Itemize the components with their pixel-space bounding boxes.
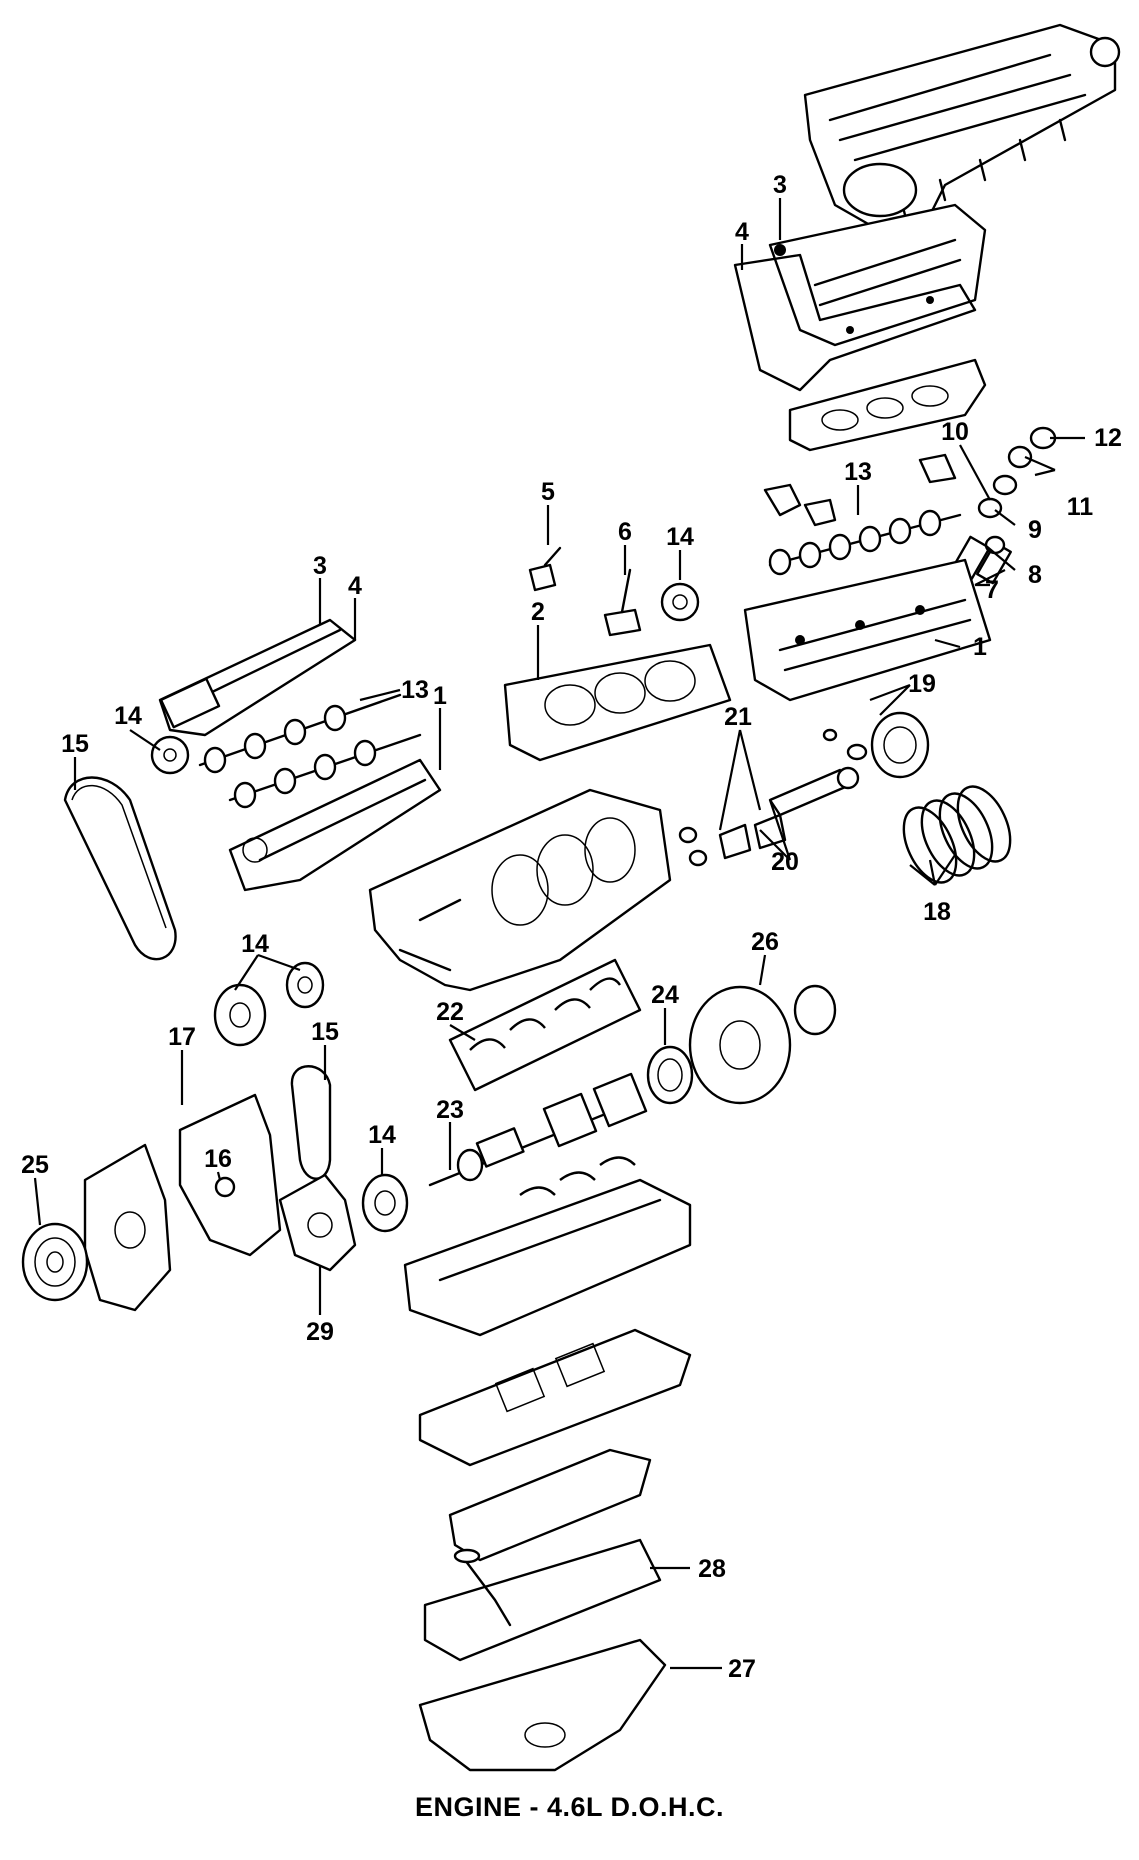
callout-17: 17	[168, 1023, 196, 1051]
cam-bearing-caps-right	[763, 453, 957, 527]
cam-sprocket-left	[150, 735, 190, 775]
callout-7: 7	[985, 576, 999, 604]
callout-1: 1	[973, 633, 987, 661]
callout-13: 13	[401, 676, 429, 704]
callout-1: 1	[433, 682, 447, 710]
crank-sprocket	[361, 1173, 409, 1233]
front-cover-gasket	[178, 1093, 282, 1257]
diagram-caption: ENGINE - 4.6L D.O.H.C.	[414, 1792, 725, 1822]
valve-cover-right	[768, 203, 987, 347]
callout-4: 4	[348, 572, 362, 600]
callout-2: 2	[531, 598, 545, 626]
head-gasket-center	[503, 643, 732, 762]
head-bolt	[528, 546, 562, 592]
callout-27: 27	[728, 1655, 756, 1683]
callout-14: 14	[241, 930, 269, 958]
timing-chain-left	[63, 776, 177, 961]
callout-14: 14	[114, 702, 142, 730]
camshafts-left	[198, 693, 422, 809]
callout-20: 20	[771, 848, 799, 876]
oil-pan	[418, 1638, 667, 1772]
rear-main-seal	[646, 1045, 694, 1105]
callout-3: 3	[313, 552, 327, 580]
main-bearing-set	[448, 958, 642, 1092]
callout-18: 18	[923, 898, 951, 926]
flexplate	[688, 984, 837, 1105]
crankshaft-pulley	[21, 1222, 89, 1302]
cylinder-head-left	[228, 758, 442, 892]
callout-25: 25	[21, 1151, 49, 1179]
callout-16: 16	[204, 1145, 232, 1173]
callout-10: 10	[941, 418, 969, 446]
bedplate	[418, 1328, 692, 1467]
callout-19: 19	[908, 670, 936, 698]
oil-gallery-plugs	[678, 826, 708, 867]
valve-keepers-and-springs	[951, 426, 1057, 585]
engine-block	[368, 788, 672, 992]
crankshaft	[428, 1072, 648, 1187]
callout-23: 23	[436, 1096, 464, 1124]
spark-plug-tube-seals	[788, 358, 987, 452]
lower-crankcase	[403, 1178, 692, 1337]
oil-pump	[278, 1173, 357, 1272]
callout-3: 3	[773, 171, 787, 199]
stud	[603, 568, 642, 637]
callout-21: 21	[724, 703, 752, 731]
camshaft-right	[768, 509, 962, 576]
callout-14: 14	[666, 523, 694, 551]
callout-8: 8	[1028, 561, 1042, 589]
intake-manifold-upper	[803, 23, 1121, 227]
callout-4: 4	[735, 218, 749, 246]
valve-cover-gasket-right	[733, 253, 977, 392]
callout-29: 29	[306, 1318, 334, 1346]
callout-5: 5	[541, 478, 555, 506]
callout-15: 15	[61, 730, 89, 758]
callout-24: 24	[651, 981, 679, 1009]
callout-14: 14	[368, 1121, 396, 1149]
front-cover	[83, 1143, 172, 1312]
sprocket-small-center	[660, 582, 700, 622]
leader-lines	[33, 198, 1085, 1670]
callout-9: 9	[1028, 516, 1042, 544]
connecting-rod	[768, 766, 860, 817]
callout-28: 28	[698, 1555, 726, 1583]
piston	[822, 711, 930, 779]
callout-22: 22	[436, 998, 464, 1026]
front-seal	[214, 1176, 236, 1198]
callout-12: 12	[1094, 424, 1122, 452]
callout-26: 26	[751, 928, 779, 956]
callout-6: 6	[618, 518, 632, 546]
idler-sprockets	[213, 961, 325, 1047]
valve-cover-left	[158, 618, 357, 737]
callout-13: 13	[844, 458, 872, 486]
main-caps	[448, 1448, 652, 1562]
callouts: 3 4 12 10 11 13 9 5 6 14 8 7 1 3 4 2 13 …	[21, 171, 1122, 1683]
piston-rings	[902, 785, 1012, 884]
crank-bearings-lower	[519, 1156, 636, 1196]
oil-pickup-and-pan-gasket	[423, 1538, 662, 1662]
callout-11: 11	[1067, 493, 1094, 521]
callout-15: 15	[311, 1018, 339, 1046]
timing-chain-secondary	[290, 1065, 332, 1180]
cylinder-head-right	[743, 558, 992, 702]
